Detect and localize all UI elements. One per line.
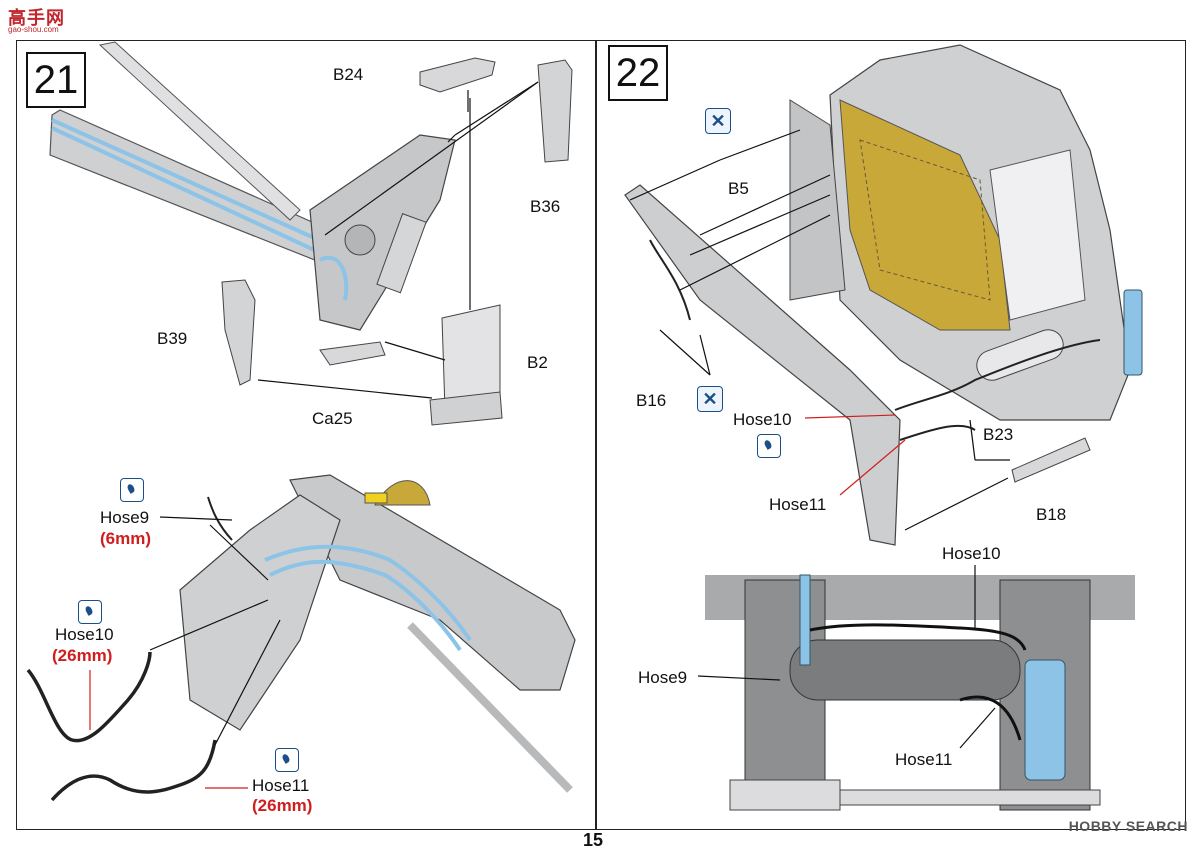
step-22-number: 22 xyxy=(608,45,668,101)
step21-parts xyxy=(221,57,573,426)
step22-cab-assembly xyxy=(624,44,1143,546)
step-21-number: 21 xyxy=(26,52,86,108)
label-b5: B5 xyxy=(728,179,749,198)
step22-detail-view xyxy=(697,565,1135,813)
label-hose9: Hose9 xyxy=(100,508,150,527)
label-b24: B24 xyxy=(333,65,364,84)
label-b23: B23 xyxy=(983,425,1014,444)
label-ca25: Ca25 xyxy=(312,409,353,428)
site-logo: 高手网 xyxy=(8,8,65,28)
label-b18: B18 xyxy=(1036,505,1067,524)
site-url: gao-shou.com xyxy=(8,25,59,34)
label-hose11: Hose11 xyxy=(252,776,310,795)
label-b16: B16 xyxy=(636,391,667,410)
detail-label-hose10: Hose10 xyxy=(942,544,1001,563)
page-number: 15 xyxy=(583,830,604,850)
label-hose11-22: Hose11 xyxy=(769,495,827,514)
glue-icon xyxy=(757,434,781,458)
watermark: HOBBY SEARCH xyxy=(1068,818,1188,834)
glue-icon xyxy=(275,748,299,772)
label-b39: B39 xyxy=(157,329,188,348)
step21-upper-arm xyxy=(49,41,456,331)
glue-icon xyxy=(120,478,144,502)
hose10-length: (26mm) xyxy=(52,646,113,665)
detail-label-hose9: Hose9 xyxy=(638,668,688,687)
label-b36: B36 xyxy=(530,197,561,216)
no-glue-icon: ✕ xyxy=(697,386,723,412)
label-b2: B2 xyxy=(527,353,548,372)
step21-lower-assembly xyxy=(26,474,576,802)
label-hose10: Hose10 xyxy=(55,625,114,644)
glue-icon xyxy=(78,600,102,624)
no-glue-icon: ✕ xyxy=(705,108,731,134)
hose9-length: (6mm) xyxy=(100,529,152,548)
hose11-length: (26mm) xyxy=(252,796,313,815)
detail-label-hose11: Hose11 xyxy=(895,750,953,769)
label-hose10-22: Hose10 xyxy=(733,410,792,429)
